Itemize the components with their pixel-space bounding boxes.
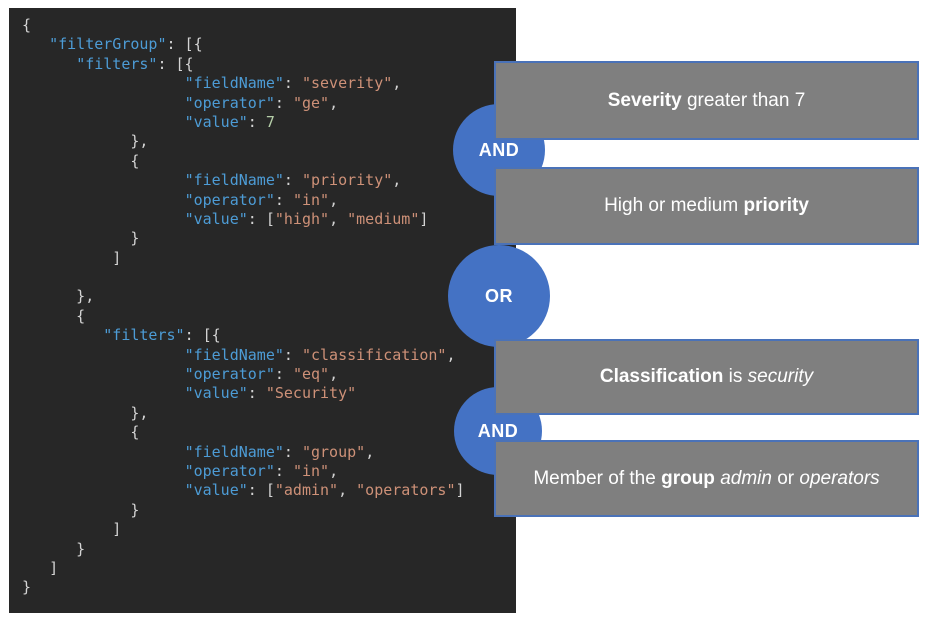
code-line: }: [22, 229, 140, 248]
code-line: {: [22, 423, 140, 442]
annotation-text: High or medium priority: [604, 195, 809, 216]
code-line: },: [22, 132, 149, 151]
connector-label: OR: [485, 285, 513, 306]
code-line: "filterGroup": [{: [49, 35, 203, 54]
code-line: "value": "Security": [184, 384, 357, 403]
code-line: "fieldName": "classification",: [184, 345, 456, 364]
code-line: "filters": [{: [76, 54, 194, 73]
code-line: "operator": "ge",: [184, 93, 339, 112]
or-connector: OR: [448, 245, 550, 347]
code-line: "value": ["high", "medium"]: [184, 209, 429, 228]
code-line: "value": ["admin", "operators"]: [184, 481, 465, 500]
code-line: "value": 7: [184, 112, 275, 131]
code-line: {: [22, 306, 86, 325]
code-line: {: [22, 151, 140, 170]
annotation-box-classification: Classification is security: [494, 339, 919, 415]
code-line: "operator": "eq",: [184, 365, 339, 384]
code-line: }: [22, 500, 140, 519]
code-line: },: [22, 287, 95, 306]
code-line: }: [22, 578, 32, 597]
annotation-text: Severity greater than 7: [607, 89, 806, 111]
code-line: },: [22, 403, 149, 422]
code-line: ]: [22, 248, 122, 267]
json-code-panel: { "filterGroup": [{ "filters": [{ "field…: [9, 8, 516, 613]
annotation-box-priority: High or medium priority: [494, 167, 919, 245]
annotation-box-severity: Severity greater than 7: [494, 61, 919, 140]
code-line: "fieldName": "priority",: [184, 171, 402, 190]
connector-label: AND: [478, 139, 520, 160]
annotation-box-group: Member of the group admin or operators: [494, 440, 919, 517]
annotation-text: Member of the group admin or operators: [533, 467, 880, 489]
code-line: "fieldName": "group",: [184, 442, 375, 461]
code-line: "filters": [{: [103, 326, 221, 345]
code-line: [22, 268, 516, 287]
code-line: "operator": "in",: [184, 190, 339, 209]
code-line: "fieldName": "severity",: [184, 74, 402, 93]
code-line: }: [22, 539, 86, 558]
code-line: ]: [22, 520, 122, 539]
json-code: { "filterGroup": [{ "filters": [{ "field…: [9, 8, 516, 598]
connector-label: AND: [477, 420, 519, 441]
code-line: {: [22, 16, 32, 34]
code-line: ]: [22, 558, 59, 577]
code-line: "operator": "in",: [184, 461, 339, 480]
annotation-text: Classification is security: [599, 366, 814, 387]
